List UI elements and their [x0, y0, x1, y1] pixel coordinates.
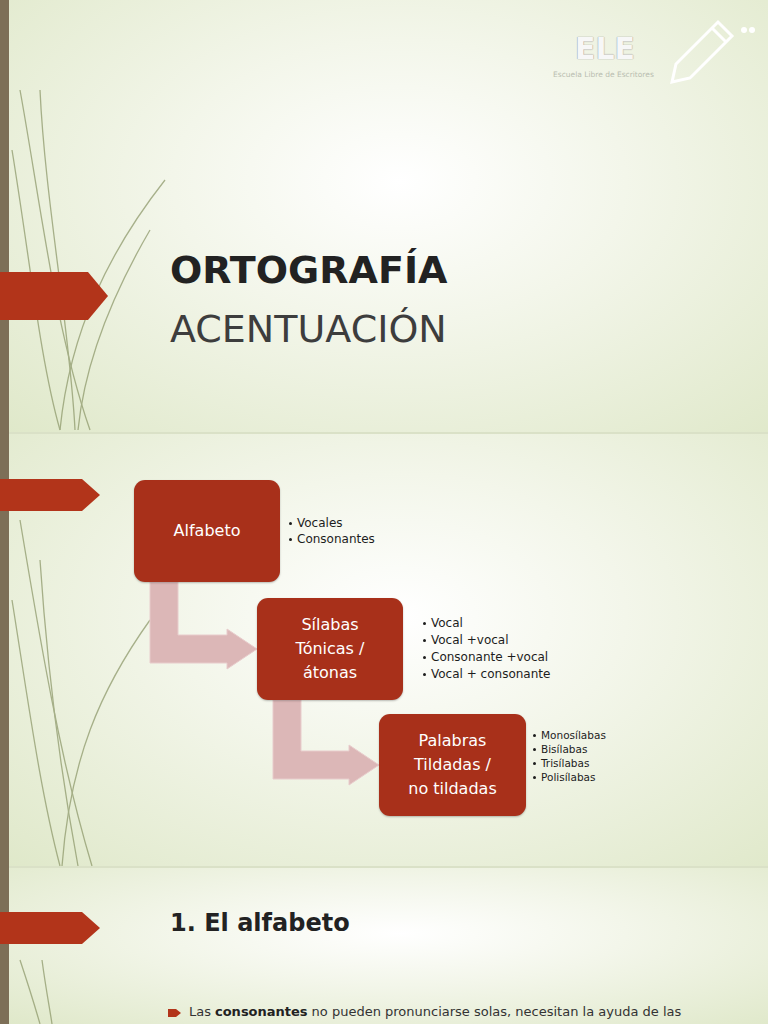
- bullet-dot: [289, 538, 292, 541]
- box-text: Palabras Tildadas / no tildadas: [404, 729, 501, 801]
- curve: [40, 90, 75, 430]
- left-strip: [0, 0, 9, 1024]
- flow-arrow: [273, 700, 379, 785]
- bullet-dot: [289, 522, 292, 525]
- bullet-row: Trisílabas: [533, 757, 589, 770]
- quote-dot: [741, 27, 747, 33]
- curve: [62, 620, 150, 866]
- curve: [20, 960, 40, 1024]
- bullet-item: Vocal +vocal: [431, 633, 509, 648]
- process-box: Sílabas Tónicas / átonas: [257, 598, 403, 700]
- bullet-dot: [533, 762, 536, 765]
- box-text-group: Alfabeto: [174, 519, 241, 543]
- slide-background: [0, 868, 768, 1024]
- pencil-outline: [672, 22, 732, 82]
- pencil-icon: [672, 22, 732, 82]
- bullet-row: Vocal +vocal: [423, 633, 509, 648]
- curve: [20, 90, 90, 430]
- bullet-item: Polisílabas: [541, 771, 596, 784]
- bullet-dot: [423, 656, 426, 659]
- body-text-bold: consonantes: [215, 1004, 308, 1020]
- pencil-band: [712, 28, 726, 42]
- process-box: Alfabeto: [134, 480, 280, 582]
- box-text: Alfabeto: [174, 519, 241, 543]
- bullet-item: Bisílabas: [541, 743, 587, 756]
- bullet-arrow: [168, 1009, 181, 1017]
- logo-text: ELE: [575, 30, 635, 68]
- body-text: Las: [189, 1004, 211, 1020]
- bullet-item: Vocal: [431, 616, 463, 631]
- bullet-row: Consonante +vocal: [423, 650, 548, 665]
- red-tab: [0, 479, 100, 511]
- section-heading: 1. El alfabeto: [170, 908, 350, 938]
- slide-divider: [9, 432, 768, 434]
- curve: [12, 600, 60, 866]
- bullet-item: Monosílabas: [541, 729, 606, 742]
- process-box: Palabras Tildadas / no tildadas: [379, 714, 526, 816]
- slide-background: [0, 0, 768, 432]
- curve: [40, 560, 78, 866]
- bullet-row: Polisílabas: [533, 771, 596, 784]
- bullet-dot: [533, 748, 536, 751]
- bullet-item: Vocales: [297, 516, 343, 531]
- bullet-row: Vocales: [289, 516, 343, 531]
- bullet-row: Consonantes: [289, 532, 375, 547]
- bullet-dot: [423, 639, 426, 642]
- bullet-row: Vocal: [423, 616, 463, 631]
- slide-divider: [9, 866, 768, 868]
- box-text-group: Palabras Tildadas / no tildadas: [404, 729, 501, 801]
- curve: [20, 520, 92, 866]
- red-tab: [0, 912, 100, 944]
- curve: [42, 960, 52, 1024]
- red-tab: [0, 272, 108, 320]
- bullet-item: Consonante +vocal: [431, 650, 548, 665]
- quote-dot: [749, 27, 755, 33]
- body-text: no pueden pronunciarse solas, necesitan …: [312, 1004, 682, 1020]
- bullet-row: Vocal + consonante: [423, 667, 550, 682]
- slide-subtitle: ACENTUACIÓN: [170, 306, 447, 354]
- curve: [78, 230, 150, 430]
- bullet-item: Vocal + consonante: [431, 667, 550, 682]
- box-text: Sílabas Tónicas / átonas: [282, 613, 378, 685]
- bullet-row: Bisílabas: [533, 743, 587, 756]
- box-text-group: Sílabas Tónicas / átonas: [282, 613, 378, 685]
- slide-title: ORTOGRAFÍA: [170, 248, 447, 292]
- bullet-item: Trisílabas: [541, 757, 589, 770]
- bullet-dot: [423, 622, 426, 625]
- bullet-row: Monosílabas: [533, 729, 606, 742]
- bullet-dot: [533, 776, 536, 779]
- bullet-dot: [423, 673, 426, 676]
- flow-arrow: [150, 582, 257, 669]
- bullet-item: Consonantes: [297, 532, 375, 547]
- logo-subtitle: Escuela Libre de Escritores: [553, 70, 654, 79]
- bullet-dot: [533, 734, 536, 737]
- quote-marks: [741, 27, 755, 33]
